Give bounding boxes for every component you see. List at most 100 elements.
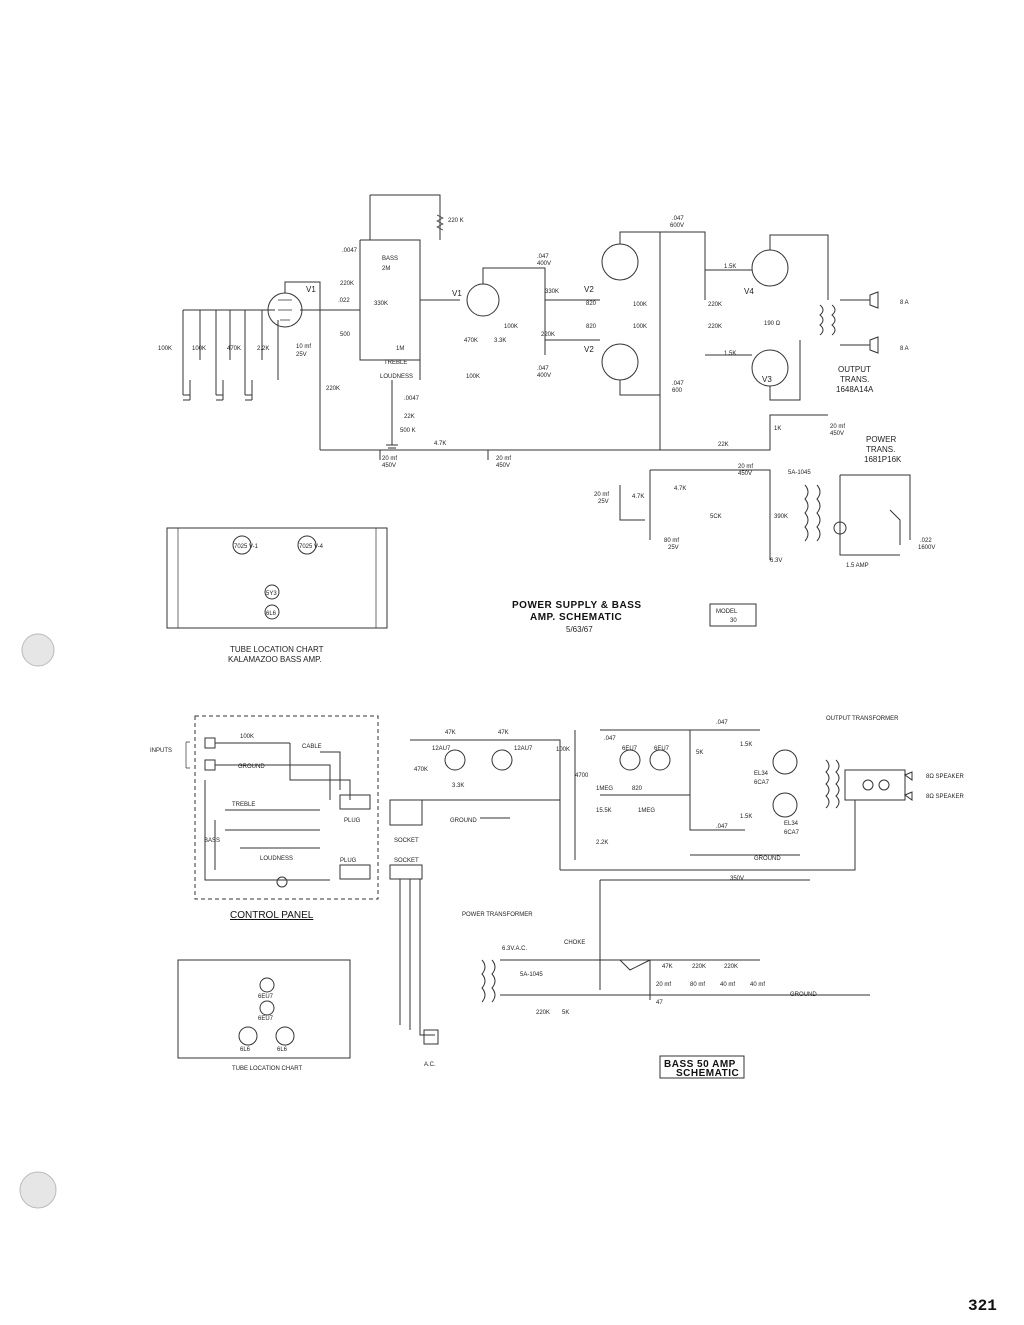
label-tube-v1-second: V1 <box>452 289 462 298</box>
tube-el34-b <box>772 792 798 818</box>
label-spk-8b: 8 A <box>900 346 909 352</box>
bottom-schematic: INPUTS 100K GROUND CABLE TREBLE BASS LOU… <box>150 715 965 1079</box>
tube-v4 <box>751 249 789 287</box>
label-1-5k-b: 1.5K <box>724 351 736 357</box>
chassis-outline-top <box>166 527 388 629</box>
label-power-trans-2: TRANS. <box>866 445 895 454</box>
tube-socket-6l6-b <box>275 1026 295 1046</box>
label-cable: CABLE <box>302 744 322 750</box>
label-6-3v: 6.3V <box>770 558 782 564</box>
label-tube-v3: V3 <box>762 375 772 384</box>
output-transformer <box>819 304 836 336</box>
label-80mf: 80 mf <box>664 538 679 544</box>
label-12au7-a: 12AU7 <box>432 746 451 752</box>
label-190: 190 Ω <box>764 321 781 327</box>
label-450v-b: 450V <box>496 463 510 469</box>
power-transformer-b <box>481 959 496 1003</box>
socket-label-6l6: 6L6 <box>266 611 277 617</box>
label-tube-v2-lower: V2 <box>584 345 594 354</box>
label-100k-in-a: 100K <box>240 734 254 740</box>
bass50-title-box <box>659 1055 745 1079</box>
tube-location-chart-bottom: 6EU7 6EU7 6L6 6L6 TUBE LOCATION CHART <box>177 959 351 1072</box>
label-47-b: 47 <box>656 1000 663 1006</box>
label-220k-top: 220 K <box>448 218 464 224</box>
label-inputs: INPUTS <box>150 748 172 754</box>
label-047-c: .047 <box>672 216 684 222</box>
label-100k-c: 100K <box>504 324 518 330</box>
socket-label-v1: 7025 V-1 <box>234 544 259 550</box>
socket-label-5y3: 5Y3 <box>266 591 277 597</box>
label-6-3vac: 6.3V.A.C. <box>502 946 527 952</box>
socket-label-6eu7-b: 6EU7 <box>258 1016 274 1022</box>
label-el34-a: EL34 <box>754 771 769 777</box>
tube-chart-bottom-caption: TUBE LOCATION CHART <box>232 1066 302 1072</box>
label-470k: 470K <box>414 767 428 773</box>
tube-12au7-a <box>444 749 466 771</box>
label-1k: 1K <box>774 426 781 432</box>
label-ground-b: GROUND <box>450 818 477 824</box>
label-socket-a: SOCKET <box>394 838 419 844</box>
label-220k-a: 220K <box>340 281 354 287</box>
socket-label-6eu7-a: 6EU7 <box>258 994 274 1000</box>
label-220k-f: 220K <box>692 964 706 970</box>
label-390k: 390K <box>774 514 788 520</box>
label-1-5k-c: 1.5K <box>740 742 752 748</box>
label-220k-h: 220K <box>536 1010 550 1016</box>
label-100k-f: 100K <box>633 324 647 330</box>
label-tube-v1: V1 <box>306 285 316 294</box>
bass50-title-1: BASS 50 AMP <box>664 1059 736 1070</box>
label-plug-a: PLUG <box>344 818 361 824</box>
label-022b: .022 <box>920 538 932 544</box>
label-600v-a: 600V <box>670 223 684 229</box>
tube-socket-v1 <box>232 535 252 555</box>
label-0047: .0047 <box>342 248 358 254</box>
label-600v-b: 600 <box>672 388 683 394</box>
label-20mf-b: 20 mf <box>496 456 511 462</box>
speakers-b <box>903 771 913 801</box>
label-40mf-a: 40 mf <box>720 982 735 988</box>
label-1m: 1M <box>396 346 404 352</box>
label-25v-c: 25V <box>668 545 679 551</box>
tube-socket-6l6-a <box>238 1026 258 1046</box>
top-schematic: 100K 100K 470K 2.2K 10 mf 25V V1 220K .0… <box>158 194 935 634</box>
label-22k-b: 22K <box>718 442 729 448</box>
label-25v: 25V <box>296 352 307 358</box>
label-047-f: .047 <box>716 720 728 726</box>
label-100k-b2: 100K <box>556 747 570 753</box>
label-tube-v2-upper: V2 <box>584 285 594 294</box>
label-450v-c: 450V <box>830 431 844 437</box>
label-treble: TREBLE <box>384 360 407 366</box>
label-1600v: 1600V <box>918 545 935 551</box>
label-220k-e: 220K <box>708 324 722 330</box>
binder-hole-lower <box>19 1171 57 1209</box>
label-20mf-c: 20 mf <box>830 424 845 430</box>
label-5ck: 5CK <box>710 514 722 520</box>
tube-socket-6eu7-a <box>259 977 275 993</box>
tube-socket-6l6 <box>264 604 280 620</box>
bass50-title-2: SCHEMATIC <box>676 1068 739 1079</box>
label-47k-c: 47K <box>662 964 673 970</box>
label-3-3k-b: 3.3K <box>452 783 464 789</box>
page-number: 321 <box>968 1297 997 1315</box>
label-1meg-a: 1MEG <box>596 786 613 792</box>
label-choke: CHOKE <box>564 940 585 946</box>
label-power-trans-1: POWER <box>866 435 896 444</box>
model-box <box>709 603 757 627</box>
label-loudness: LOUDNESS <box>380 374 413 380</box>
tube-v2-upper <box>601 243 639 281</box>
label-500: 500 <box>340 332 351 338</box>
label-330k: 330K <box>374 301 388 307</box>
socket-label-v4: 7025 V-4 <box>299 544 324 550</box>
tube-location-chart-top: 7025 V-1 7025 V-4 5Y3 6L6 TUBE LOCATION … <box>166 527 388 664</box>
control-panel-outline <box>194 715 379 900</box>
tone-stack <box>359 194 441 380</box>
label-330k-b: 330K <box>545 289 559 295</box>
label-ac: A.C. <box>424 1062 436 1068</box>
label-20mf-e: 20 mf <box>594 492 609 498</box>
label-tube-v4: V4 <box>744 287 754 296</box>
label-47k-a: 47K <box>445 730 456 736</box>
label-15-5k: 15.5K <box>596 808 612 814</box>
label-6eu7-a: 6EU7 <box>622 746 638 752</box>
label-power-trans-3: 1681P16K <box>864 455 902 464</box>
label-100k-d: 100K <box>466 374 480 380</box>
